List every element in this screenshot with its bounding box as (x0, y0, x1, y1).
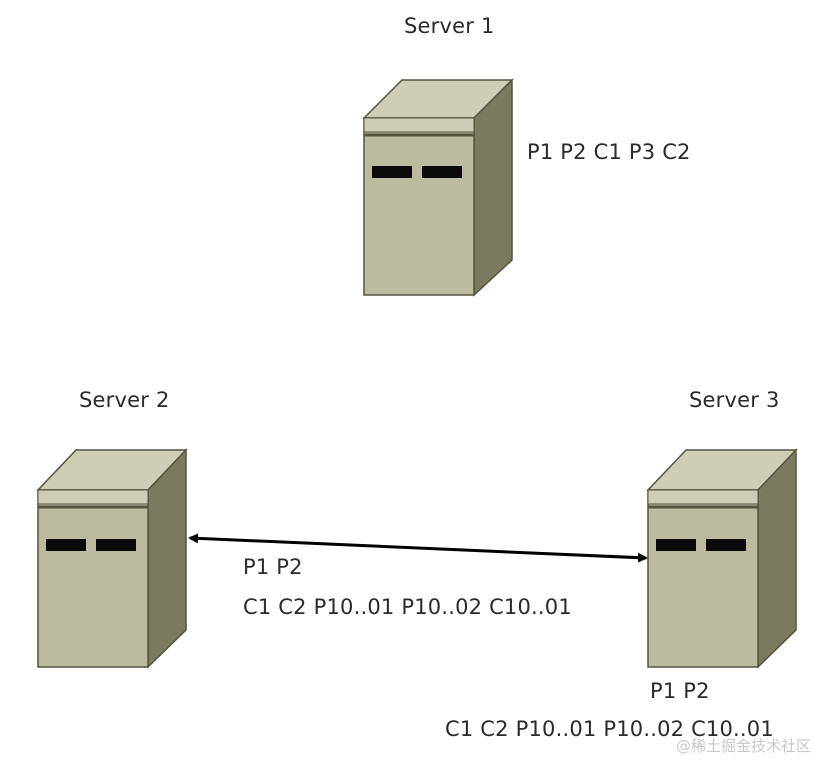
server-3-icon (646, 448, 798, 669)
server-2-title: Server 2 (79, 388, 170, 412)
server-3-drive-slot-1 (656, 539, 696, 551)
server-1-drive-slot-1 (372, 166, 412, 178)
server-3-drive-slot-2 (706, 539, 746, 551)
server-3-log-line-1: P1 P2 (650, 679, 710, 703)
server-3-log-line-2: C1 C2 P10..01 P10..02 C10..01 (445, 717, 774, 741)
replication-link-arrow (188, 533, 648, 563)
server-1-log: P1 P2 C1 P3 C2 (527, 140, 691, 164)
server-2-icon (36, 448, 188, 669)
server-1-title: Server 1 (404, 14, 495, 38)
watermark: @稀土掘金技术社区 (675, 737, 811, 755)
server-1-drive-slot-2 (422, 166, 462, 178)
server-3-title: Server 3 (689, 388, 780, 412)
server-1-icon (362, 78, 514, 297)
server-2-drive-slot-2 (96, 539, 136, 551)
link-log-line-2: C1 C2 P10..01 P10..02 C10..01 (243, 595, 572, 619)
server-2-drive-slot-1 (46, 539, 86, 551)
